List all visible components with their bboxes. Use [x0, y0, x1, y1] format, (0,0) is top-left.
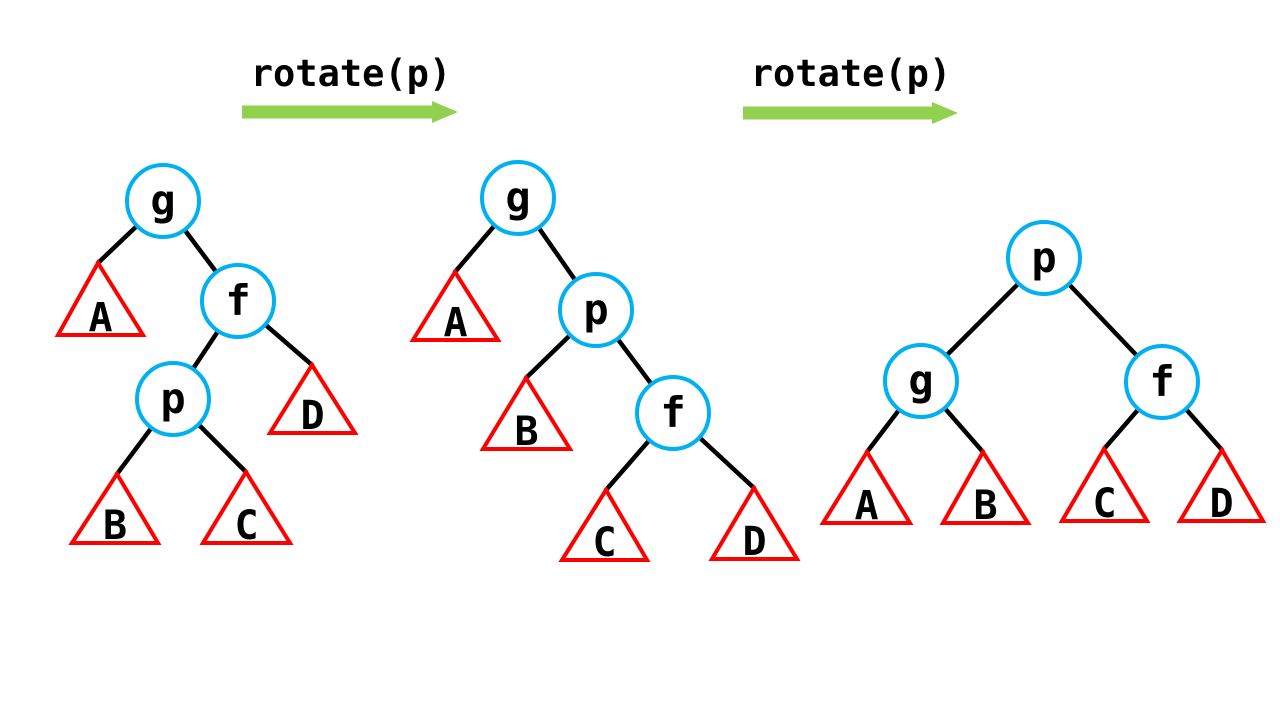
rotate-arrow-1: rotate(p) — [242, 52, 458, 123]
tree-after-subtree-C — [1058, 445, 1151, 523]
tree-before-subtree-B-label: B — [103, 503, 127, 549]
rotate-arrow-2: rotate(p) — [743, 52, 958, 124]
tree-before-subtree-B — [68, 470, 162, 545]
tree-before-node-f — [200, 263, 276, 339]
rotate-arrow-1-head-icon — [432, 101, 458, 123]
rotate-arrow-2-shaft — [743, 106, 934, 120]
tree-after-subtree-D-label: D — [1209, 481, 1233, 527]
tree-after-subtree-D — [1176, 446, 1267, 523]
tree-middle-subtree-A-label: A — [443, 300, 467, 346]
tree-middle-node-f-label: f — [660, 388, 685, 437]
rotate-arrow-1-shaft — [242, 105, 434, 119]
tree-after-node-f-label: f — [1149, 357, 1174, 406]
tree-after-node-p-label: p — [1031, 233, 1056, 282]
tree-middle-node-p — [558, 272, 634, 348]
tree-before-subtree-A-label: A — [88, 295, 112, 341]
tree-middle-subtree-D — [708, 484, 801, 561]
tree-middle-subtree-B-label: B — [514, 409, 538, 455]
tree-after-node-p — [1006, 220, 1082, 296]
tree-middle-subtree-D-label: D — [742, 519, 766, 565]
tree-middle: A B C Dg p f — [409, 160, 801, 566]
tree-before-node-g — [125, 163, 201, 239]
tree-after-subtree-A — [819, 448, 914, 525]
tree-before-node-g-label: g — [150, 176, 175, 225]
tree-before-subtree-C-label: C — [234, 503, 258, 549]
tree-middle-subtree-C — [558, 486, 651, 562]
tree-middle-node-g-label: g — [505, 173, 530, 222]
tree-middle-node-p-label: p — [583, 285, 608, 334]
tree-before-node-f-label: f — [225, 276, 250, 325]
tree-after-node-g-label: g — [908, 356, 933, 405]
rotate-arrow-2-head-icon — [932, 102, 958, 124]
tree-before-subtree-C — [199, 468, 294, 545]
tree-after-subtree-B — [939, 448, 1032, 525]
tree-before-subtree-D — [266, 361, 359, 435]
tree-after-node-f — [1124, 344, 1200, 420]
tree-before-node-p — [135, 361, 211, 437]
tree-middle-node-f — [635, 375, 711, 451]
tree-after-subtree-A-label: A — [854, 483, 878, 529]
tree-middle-node-g — [480, 160, 556, 236]
rotate-arrow-1-label: rotate(p) — [251, 52, 451, 95]
tree-after-subtree-B-label: B — [973, 483, 997, 529]
rotate-arrow-2-label: rotate(p) — [751, 52, 951, 95]
tree-middle-subtree-A — [409, 268, 502, 342]
tree-before-subtree-D-label: D — [300, 393, 324, 439]
tree-before-subtree-A — [54, 259, 147, 337]
tree-after: A B C Dp g f — [819, 220, 1267, 529]
tree-after-node-g — [883, 343, 959, 419]
tree-after-subtree-C-label: C — [1092, 481, 1116, 527]
tree-before: A D B Cg fp — [54, 163, 359, 549]
tree-middle-subtree-C-label: C — [592, 520, 616, 566]
tree-before-node-p-label: p — [160, 374, 185, 423]
tree-middle-subtree-B — [479, 374, 574, 451]
